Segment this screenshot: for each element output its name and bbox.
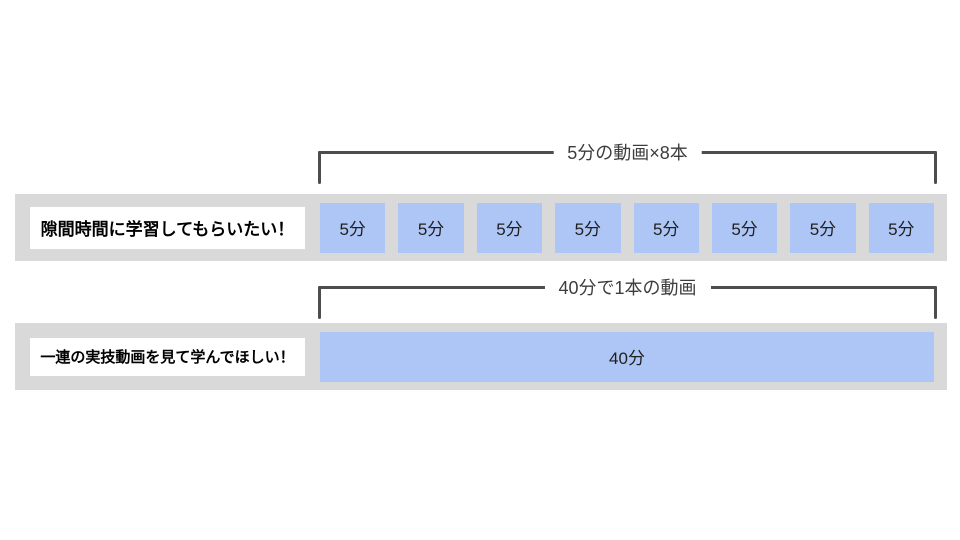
video-block: 5分	[398, 202, 464, 253]
bracket-label: 40分で1本の動画	[544, 277, 711, 299]
video-block: 5分	[476, 202, 543, 253]
bracket-right-tick	[934, 286, 937, 319]
bracket-label: 5分の動画×8本	[553, 142, 702, 164]
video-block: 5分	[790, 202, 856, 253]
bracket-forty-min-video: 40分で1本の動画	[318, 277, 937, 319]
video-block: 5分	[711, 202, 778, 253]
video-blocks-row: 5分 5分 5分 5分 5分 5分 5分 5分	[320, 202, 934, 253]
row-goal-label: 一連の実技動画を見て学んでほしい！	[30, 337, 305, 376]
video-blocks-row: 40分	[320, 331, 934, 382]
video-block: 5分	[868, 202, 934, 253]
row-spare-time-learning: 隙間時間に学習してもらいたい！ 5分 5分 5分 5分 5分 5分 5分 5分	[15, 194, 947, 261]
bracket-right-tick	[934, 151, 937, 184]
video-block: 40分	[320, 331, 934, 382]
bracket-left-tick	[318, 151, 321, 184]
bracket-five-min-videos: 5分の動画×8本	[318, 142, 937, 184]
video-block: 5分	[633, 202, 699, 253]
row-continuous-video-learning: 一連の実技動画を見て学んでほしい！ 40分	[15, 323, 947, 390]
bracket-left-tick	[318, 286, 321, 319]
row-goal-label: 隙間時間に学習してもらいたい！	[30, 206, 305, 249]
video-block: 5分	[555, 202, 621, 253]
video-block: 5分	[320, 202, 386, 253]
